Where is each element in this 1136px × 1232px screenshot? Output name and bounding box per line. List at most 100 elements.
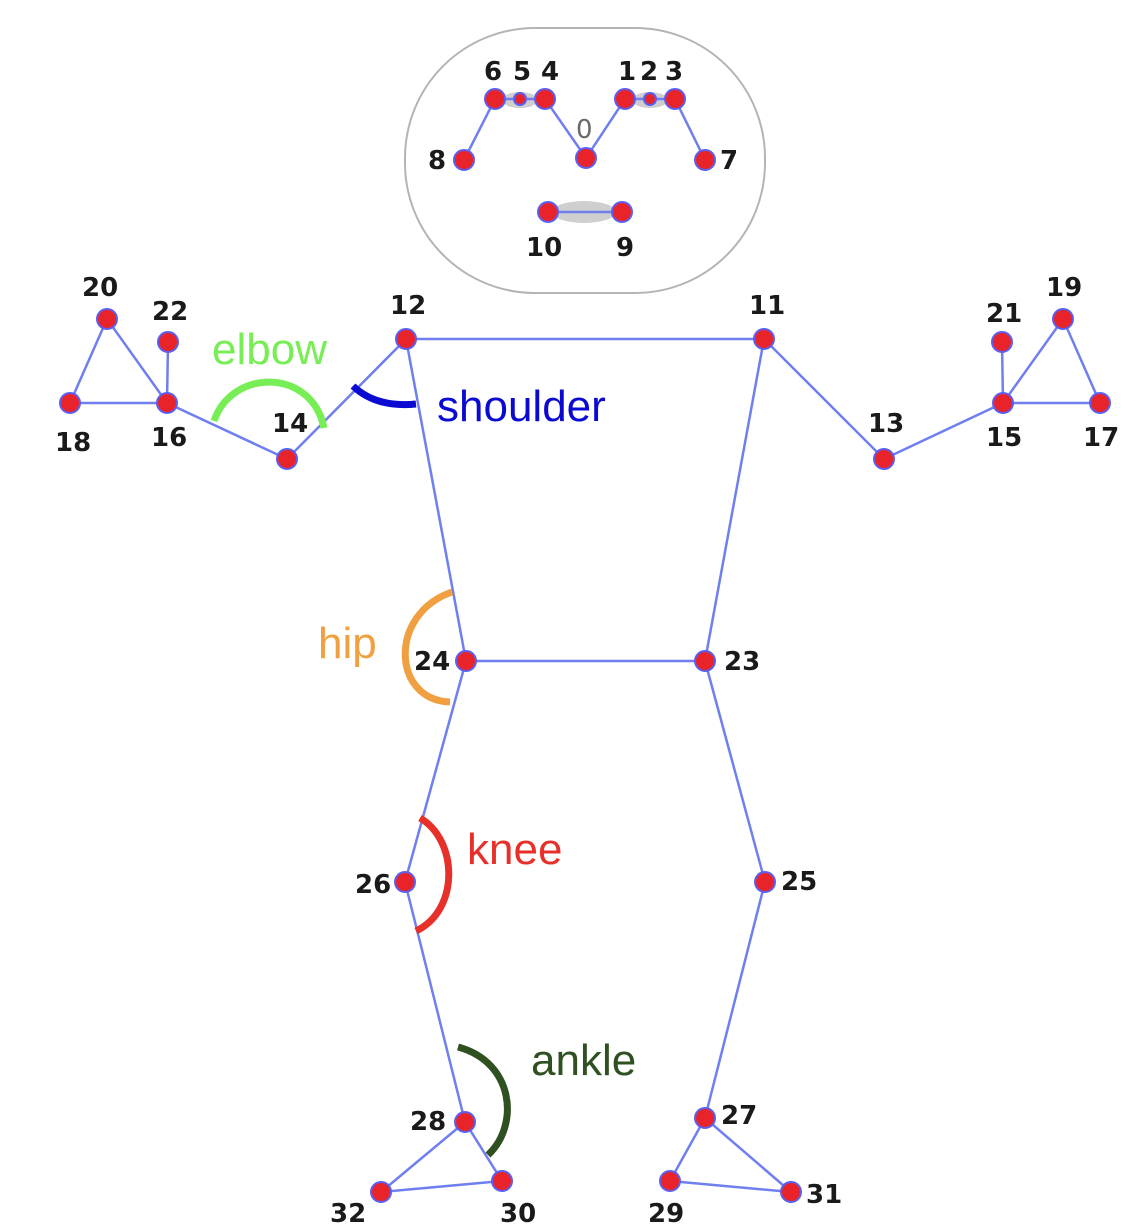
keypoint-23 [694, 650, 716, 672]
keypoint-8 [453, 149, 475, 171]
keypoint-label-5: 5 [513, 57, 531, 87]
keypoint-label-31: 31 [806, 1180, 842, 1210]
hip-angle-arc [401, 588, 454, 706]
keypoint-21 [991, 331, 1013, 353]
keypoint-label-22: 22 [152, 297, 188, 327]
bone-12-14 [286, 338, 407, 460]
keypoint-label-9: 9 [616, 233, 634, 263]
keypoint-label-16: 16 [151, 423, 187, 453]
keypoint-label-13: 13 [868, 409, 904, 439]
bone-19-15 [1001, 318, 1065, 404]
keypoint-0 [575, 147, 597, 169]
bone-29-31 [669, 1179, 792, 1194]
keypoint-6 [484, 88, 506, 110]
bone-11-23 [703, 338, 766, 662]
keypoint-18 [59, 392, 81, 414]
keypoint-10 [537, 201, 559, 223]
hip-label: hip [318, 619, 377, 668]
bone-12-24 [404, 338, 468, 662]
keypoint-label-8: 8 [428, 146, 446, 176]
ankle-label: ankle [531, 1036, 636, 1085]
keypoint-numbers: 0 1 2 3 4 5 6 7 8 9 10 11 12 13 14 15 16… [55, 57, 1119, 1229]
keypoint-label-19: 19 [1046, 273, 1082, 303]
keypoint-27 [694, 1107, 716, 1129]
keypoint-label-25: 25 [781, 867, 817, 897]
bone-25-27 [703, 881, 767, 1119]
bone-8-6 [462, 98, 497, 161]
keypoint-label-24: 24 [414, 647, 450, 677]
keypoint-20 [96, 308, 118, 330]
ankle-angle-arc [456, 1043, 511, 1158]
keypoint-4 [534, 88, 556, 110]
keypoint-17 [1089, 392, 1111, 414]
keypoint-label-27: 27 [721, 1101, 757, 1131]
keypoint-label-3: 3 [665, 57, 683, 87]
keypoint-label-30: 30 [500, 1199, 536, 1229]
bone-28-30 [463, 1121, 504, 1182]
keypoint-label-14: 14 [272, 409, 308, 439]
bone-13-15 [883, 401, 1004, 461]
keypoint-29 [659, 1170, 681, 1192]
knee-label: knee [467, 825, 562, 874]
bone-28-32 [380, 1121, 466, 1193]
keypoint-label-17: 17 [1083, 423, 1119, 453]
bone-0-1 [584, 98, 627, 159]
keypoint-32 [370, 1181, 392, 1203]
keypoint-label-23: 23 [724, 647, 760, 677]
bone-27-31 [704, 1117, 792, 1193]
keypoint-label-28: 28 [410, 1107, 446, 1137]
keypoint-label-20: 20 [82, 273, 118, 303]
keypoint-label-7: 7 [720, 146, 738, 176]
bone-23-25 [703, 660, 767, 883]
bone-18-20 [68, 318, 109, 404]
elbow-label: elbow [212, 325, 327, 374]
keypoint-label-26: 26 [355, 870, 391, 900]
keypoint-25 [754, 871, 776, 893]
keypoint-label-0: 0 [576, 115, 593, 145]
bone-17-19 [1061, 318, 1102, 404]
keypoints [59, 88, 1111, 1203]
keypoint-30 [491, 1170, 513, 1192]
keypoint-19 [1052, 308, 1074, 330]
elbow-angle-arc [210, 378, 328, 429]
shoulder-label: shoulder [437, 382, 606, 431]
keypoint-label-15: 15 [986, 423, 1022, 453]
keypoint-12 [395, 328, 417, 350]
keypoint-label-2: 2 [640, 57, 658, 87]
bone-26-28 [403, 881, 467, 1123]
face-outline [404, 27, 766, 294]
keypoint-label-6: 6 [484, 57, 502, 87]
keypoint-9 [611, 201, 633, 223]
keypoint-label-29: 29 [648, 1199, 684, 1229]
bone-4-0 [543, 98, 588, 159]
keypoint-15 [992, 392, 1014, 414]
keypoint-7 [694, 149, 716, 171]
keypoint-label-21: 21 [986, 299, 1022, 329]
keypoint-22 [157, 331, 179, 353]
keypoint-11 [753, 328, 775, 350]
knee-angle-arc [414, 814, 453, 935]
keypoint-24 [455, 650, 477, 672]
bone-27-29 [668, 1117, 707, 1182]
keypoint-3 [664, 88, 686, 110]
keypoint-14 [276, 448, 298, 470]
bone-24-26 [403, 660, 468, 883]
keypoint-2 [643, 92, 657, 106]
keypoint-label-12: 12 [390, 291, 426, 321]
bone-11-13 [763, 338, 885, 460]
keypoint-label-1: 1 [618, 57, 636, 87]
keypoint-label-18: 18 [55, 428, 91, 458]
keypoint-1 [614, 88, 636, 110]
shoulder-angle-arc [350, 383, 417, 409]
keypoint-28 [454, 1111, 476, 1133]
bone-20-16 [105, 318, 169, 404]
keypoint-16 [156, 392, 178, 414]
keypoint-label-10: 10 [526, 233, 562, 263]
bone-32-30 [380, 1179, 503, 1194]
keypoint-label-4: 4 [541, 57, 559, 87]
keypoint-31 [780, 1181, 802, 1203]
skeleton-bones [68, 97, 1102, 1194]
keypoint-13 [873, 448, 895, 470]
keypoint-5 [513, 92, 527, 106]
